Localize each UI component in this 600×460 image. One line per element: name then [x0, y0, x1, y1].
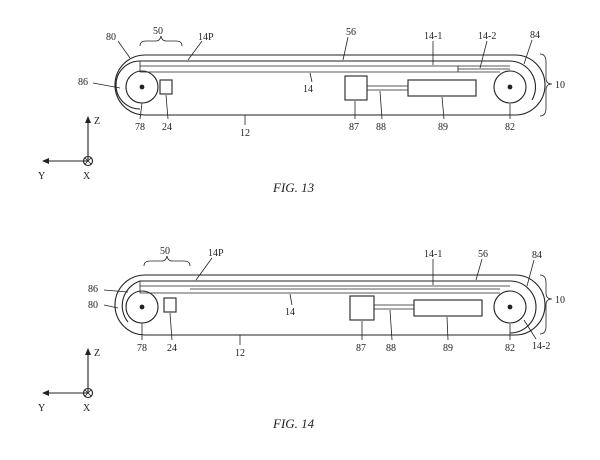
label-89: 89	[443, 343, 453, 354]
leader-24	[169, 312, 173, 341]
left-rolled-display-arc	[115, 60, 141, 110]
axis-x-cross-2	[84, 157, 92, 165]
axis-z-label: Z	[94, 116, 100, 127]
label-14P: 14P	[208, 248, 224, 259]
axis-y-label: Y	[38, 171, 45, 182]
label-14P: 14P	[198, 32, 214, 43]
axis-x-symbol	[82, 387, 94, 399]
component-89	[413, 299, 483, 317]
label-86: 86	[88, 284, 98, 295]
label-14-1: 14-1	[424, 249, 442, 260]
label-80: 80	[88, 300, 98, 311]
axis-z-label: Z	[94, 348, 100, 359]
axis-x-symbol	[82, 155, 94, 167]
label-50: 50	[153, 26, 163, 37]
component-87	[344, 75, 368, 101]
right-roller-82	[493, 70, 527, 104]
leader-24	[165, 94, 169, 120]
axis-y-label: Y	[38, 403, 45, 414]
label-84: 84	[532, 250, 542, 261]
right-rolled-display-arc	[509, 280, 537, 334]
right-rolled-display-arc	[509, 60, 537, 101]
brace-10	[539, 53, 553, 117]
leader-56	[475, 258, 483, 281]
housing-12	[114, 274, 546, 336]
label-78: 78	[135, 122, 145, 133]
label-12: 12	[240, 128, 250, 139]
axis-y-arrow	[42, 390, 49, 396]
label-14-2: 14-2	[532, 341, 550, 352]
leader-84	[526, 259, 535, 287]
label-10: 10	[555, 295, 565, 306]
leader-56	[342, 36, 349, 61]
component-24	[159, 79, 173, 95]
label-14-2: 14-2	[478, 31, 496, 42]
axis-y-arrow	[42, 158, 49, 164]
left-rolled-display-arc	[121, 280, 141, 323]
label-56: 56	[346, 27, 356, 38]
left-roller-hub	[139, 84, 145, 90]
right-roller-82	[493, 290, 527, 324]
leader-14	[289, 293, 293, 306]
axis-z-arrow	[85, 348, 91, 355]
label-89: 89	[438, 122, 448, 133]
label-87: 87	[349, 122, 359, 133]
leader-78	[139, 102, 143, 120]
leader-14P	[187, 40, 203, 61]
caption-fig-14: FIG. 14	[272, 416, 315, 431]
leader-14-2	[479, 40, 488, 69]
label-24: 24	[167, 343, 177, 354]
brace-50	[143, 255, 191, 267]
label-14: 14	[303, 84, 313, 95]
axis-x-label: X	[83, 171, 91, 182]
label-88: 88	[386, 343, 396, 354]
leader-86	[103, 289, 129, 293]
label-56: 56	[478, 249, 488, 260]
leader-84	[523, 39, 533, 65]
figure-13: 80 50 14P 56 14-1 14-2 84 86 14 10 78 24…	[38, 26, 565, 195]
leader-89	[441, 96, 445, 120]
leader-86	[92, 82, 121, 89]
label-84: 84	[530, 30, 540, 41]
right-roller-hub	[507, 84, 513, 90]
label-14: 14	[285, 307, 295, 318]
leader-14P	[195, 257, 213, 281]
label-88: 88	[376, 122, 386, 133]
leader-88	[389, 309, 393, 341]
figure-14: 50 14P 14-1 56 84 86 80 14 10 78 24 12 8…	[38, 246, 565, 431]
label-87: 87	[356, 343, 366, 354]
label-86: 86	[78, 77, 88, 88]
label-82: 82	[505, 122, 515, 133]
label-78: 78	[137, 343, 147, 354]
left-roller-hub	[139, 304, 145, 310]
leader-14-2	[523, 319, 537, 340]
label-82: 82	[505, 343, 515, 354]
label-24: 24	[162, 122, 172, 133]
axis-x-cross-2	[84, 389, 92, 397]
caption-fig-13: FIG. 13	[272, 180, 315, 195]
brace-50	[139, 35, 183, 47]
label-50: 50	[160, 246, 170, 257]
label-10: 10	[555, 80, 565, 91]
leader-89	[446, 316, 449, 341]
leader-80	[103, 304, 119, 309]
component-89	[407, 79, 477, 97]
component-24	[163, 297, 177, 313]
housing-12	[114, 54, 546, 116]
leader-14	[309, 72, 313, 83]
label-80: 80	[106, 32, 116, 43]
right-roller-hub	[507, 304, 513, 310]
label-12: 12	[235, 348, 245, 359]
component-87	[349, 295, 375, 321]
axis-x-label: X	[83, 403, 91, 414]
leader-80	[117, 40, 131, 59]
label-14-1: 14-1	[424, 31, 442, 42]
brace-10	[539, 274, 553, 335]
leader-88	[379, 90, 383, 120]
axis-z-arrow	[85, 116, 91, 123]
